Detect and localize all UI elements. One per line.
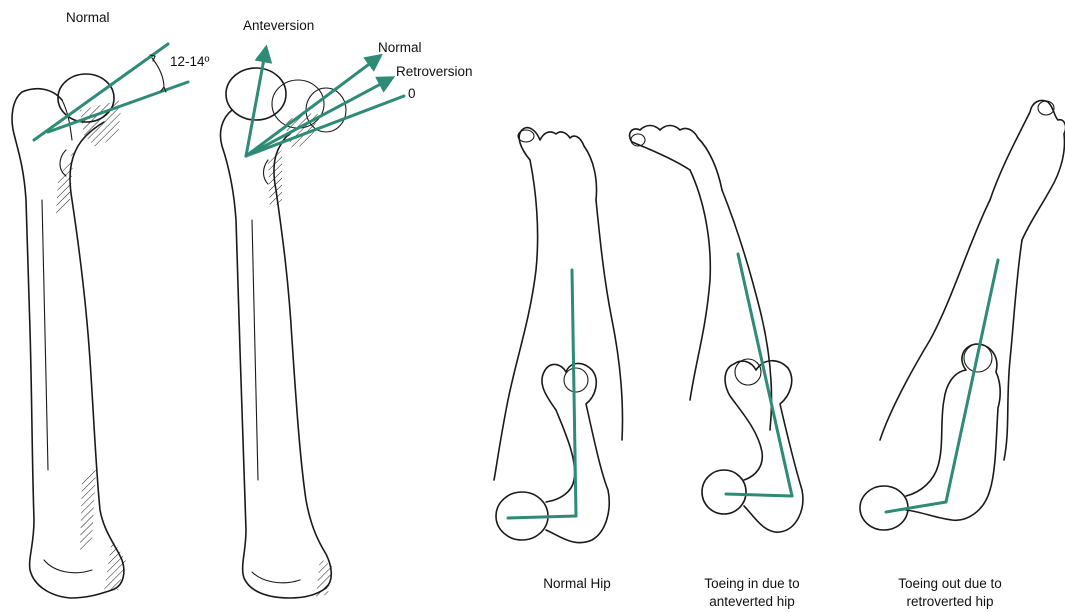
leg-normal-outline-left [494,160,538,480]
leg-retro-axis-leg [946,260,998,502]
leg-normal-toe [518,130,534,142]
leg-normal-axis-neck [508,516,576,518]
label-anteversion: Anteversion [243,18,314,33]
leg-anteverted: Toeing in due to anteverted hip [630,126,803,610]
leg-ante-foot [630,126,722,191]
leg-retro-outline-left [880,200,990,440]
femur-versions-lesser-trochanter [264,160,269,184]
femur-versions-axis-anteversion [246,48,266,156]
femur-normal-shadow [80,470,96,550]
leg-retro-foot [990,100,1065,240]
leg-ante-caption-1: Toeing in due to [704,576,799,591]
leg-ante-caption-2: anteverted hip [709,594,795,609]
leg-retro-femoral-head [860,486,908,530]
femur-versions-axis-normal [246,56,380,156]
femur-normal: Normal 12-14º [12,10,209,598]
femur-versions: Anteversion Normal Retroversion 0 [220,18,472,598]
leg-retro-caption-1: Toeing out due to [898,576,1002,591]
leg-normal-outline-right [596,200,623,440]
femur-normal-shadow [56,150,74,215]
leg-ante-axis-neck [726,494,792,496]
femur-versions-shaft-line [252,220,258,480]
femur-versions-axis-zero [246,96,404,156]
label-zero: 0 [408,86,416,101]
label-retroversion: Retroversion [396,64,473,79]
femur-versions-condyle [252,572,300,583]
leg-retroverted: Toeing out due to retroverted hip [860,100,1065,609]
femur-normal-angle-label: 12-14º [170,54,210,69]
label-normal: Normal [378,40,422,55]
leg-ante-femoral-head [702,470,746,514]
femur-normal-shaft-line [42,200,48,470]
leg-retro-caption-2: retroverted hip [906,594,993,609]
leg-normal-caption-1: Normal Hip [543,576,611,591]
leg-retro-axis-neck [886,502,946,512]
leg-ante-femur [725,361,803,532]
leg-normal-trochanter [564,368,588,392]
femur-normal-condyle [44,560,92,573]
leg-retro-femur [906,344,1000,520]
leg-normal-hip: Normal Hip [494,128,623,591]
leg-ante-outline-left [690,170,710,400]
leg-ante-axis-leg [738,254,792,496]
leg-normal-axis-leg [572,270,576,516]
femur-normal-angle-arc [152,58,164,88]
femur-normal-title: Normal [66,10,110,25]
leg-retro-outline-right [1004,240,1022,460]
